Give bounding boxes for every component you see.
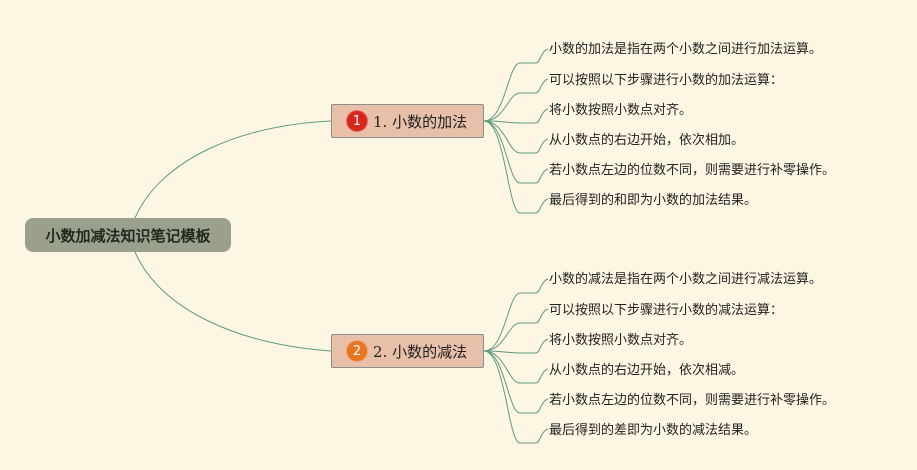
- subtopic-subtraction-2[interactable]: 可以按照以下步骤进行小数的减法运算：: [549, 303, 784, 318]
- topic-2-to-leaf-2-line: [483, 308, 549, 352]
- topic-label: 1. 小数的加法: [373, 112, 468, 131]
- subtopic-subtraction-4[interactable]: 从小数点的右边开始，依次相减。: [549, 363, 745, 378]
- subtopic-subtraction-3[interactable]: 将小数按照小数点对齐。: [549, 333, 693, 348]
- topic-subtraction[interactable]: 2 2. 小数的减法: [331, 334, 484, 368]
- topic-1-to-leaf-4-line: [483, 120, 549, 154]
- central-topic[interactable]: 小数加减法知识笔记模板: [25, 218, 231, 252]
- subtopic-subtraction-6[interactable]: 最后得到的差即为小数的减法结果。: [549, 423, 758, 438]
- topic-2-to-leaf-4-line: [483, 350, 549, 384]
- topic-1-to-leaf-3-line: [483, 108, 549, 124]
- topic-label: 2. 小数的减法: [373, 342, 468, 361]
- root-to-topic-1-line: [134, 120, 332, 219]
- priority-1-icon: 1: [346, 110, 368, 132]
- subtopic-addition-6[interactable]: 最后得到的和即为小数的加法结果。: [549, 193, 758, 208]
- subtopic-addition-5[interactable]: 若小数点左边的位数不同，则需要进行补零操作。: [549, 163, 836, 178]
- topic-2-to-leaf-5-line: [483, 350, 549, 414]
- topic-1-to-leaf-2-line: [483, 78, 549, 122]
- topic-2-to-leaf-3-line: [483, 338, 549, 354]
- subtopic-subtraction-1[interactable]: 小数的减法是指在两个小数之间进行减法运算。: [549, 272, 823, 287]
- topic-1-to-leaf-6-line: [483, 120, 549, 214]
- subtopic-addition-4[interactable]: 从小数点的右边开始，依次相加。: [549, 133, 745, 148]
- topic-addition[interactable]: 1 1. 小数的加法: [331, 104, 484, 138]
- subtopic-addition-2[interactable]: 可以按照以下步骤进行小数的加法运算：: [549, 73, 784, 88]
- subtopic-addition-1[interactable]: 小数的加法是指在两个小数之间进行加法运算。: [549, 42, 823, 57]
- topic-1-to-leaf-5-line: [483, 120, 549, 184]
- topic-2-to-leaf-6-line: [483, 350, 549, 444]
- subtopic-addition-3[interactable]: 将小数按照小数点对齐。: [549, 103, 693, 118]
- central-topic-label: 小数加减法知识笔记模板: [45, 226, 211, 245]
- root-to-topic-2-line: [134, 251, 332, 352]
- subtopic-subtraction-5[interactable]: 若小数点左边的位数不同，则需要进行补零操作。: [549, 393, 836, 408]
- topic-1-to-leaf-1-line: [483, 48, 549, 122]
- topic-2-to-leaf-1-line: [483, 278, 549, 352]
- priority-2-icon: 2: [346, 340, 368, 362]
